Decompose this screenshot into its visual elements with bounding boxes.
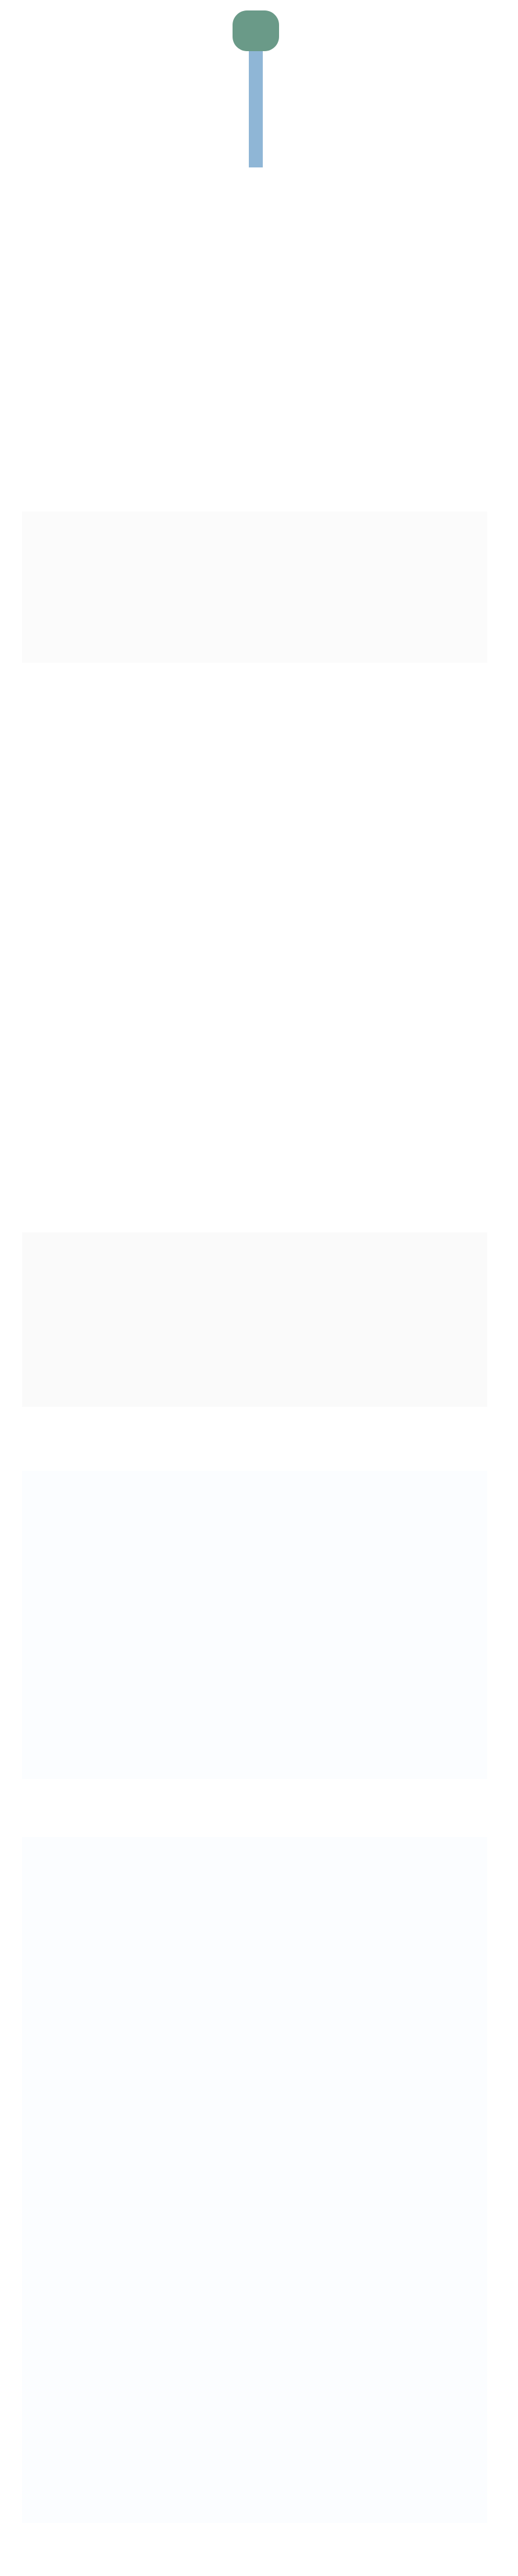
product-image — [221, 5, 291, 179]
footer-links — [10, 2558, 508, 2570]
content-area — [22, 192, 487, 2541]
